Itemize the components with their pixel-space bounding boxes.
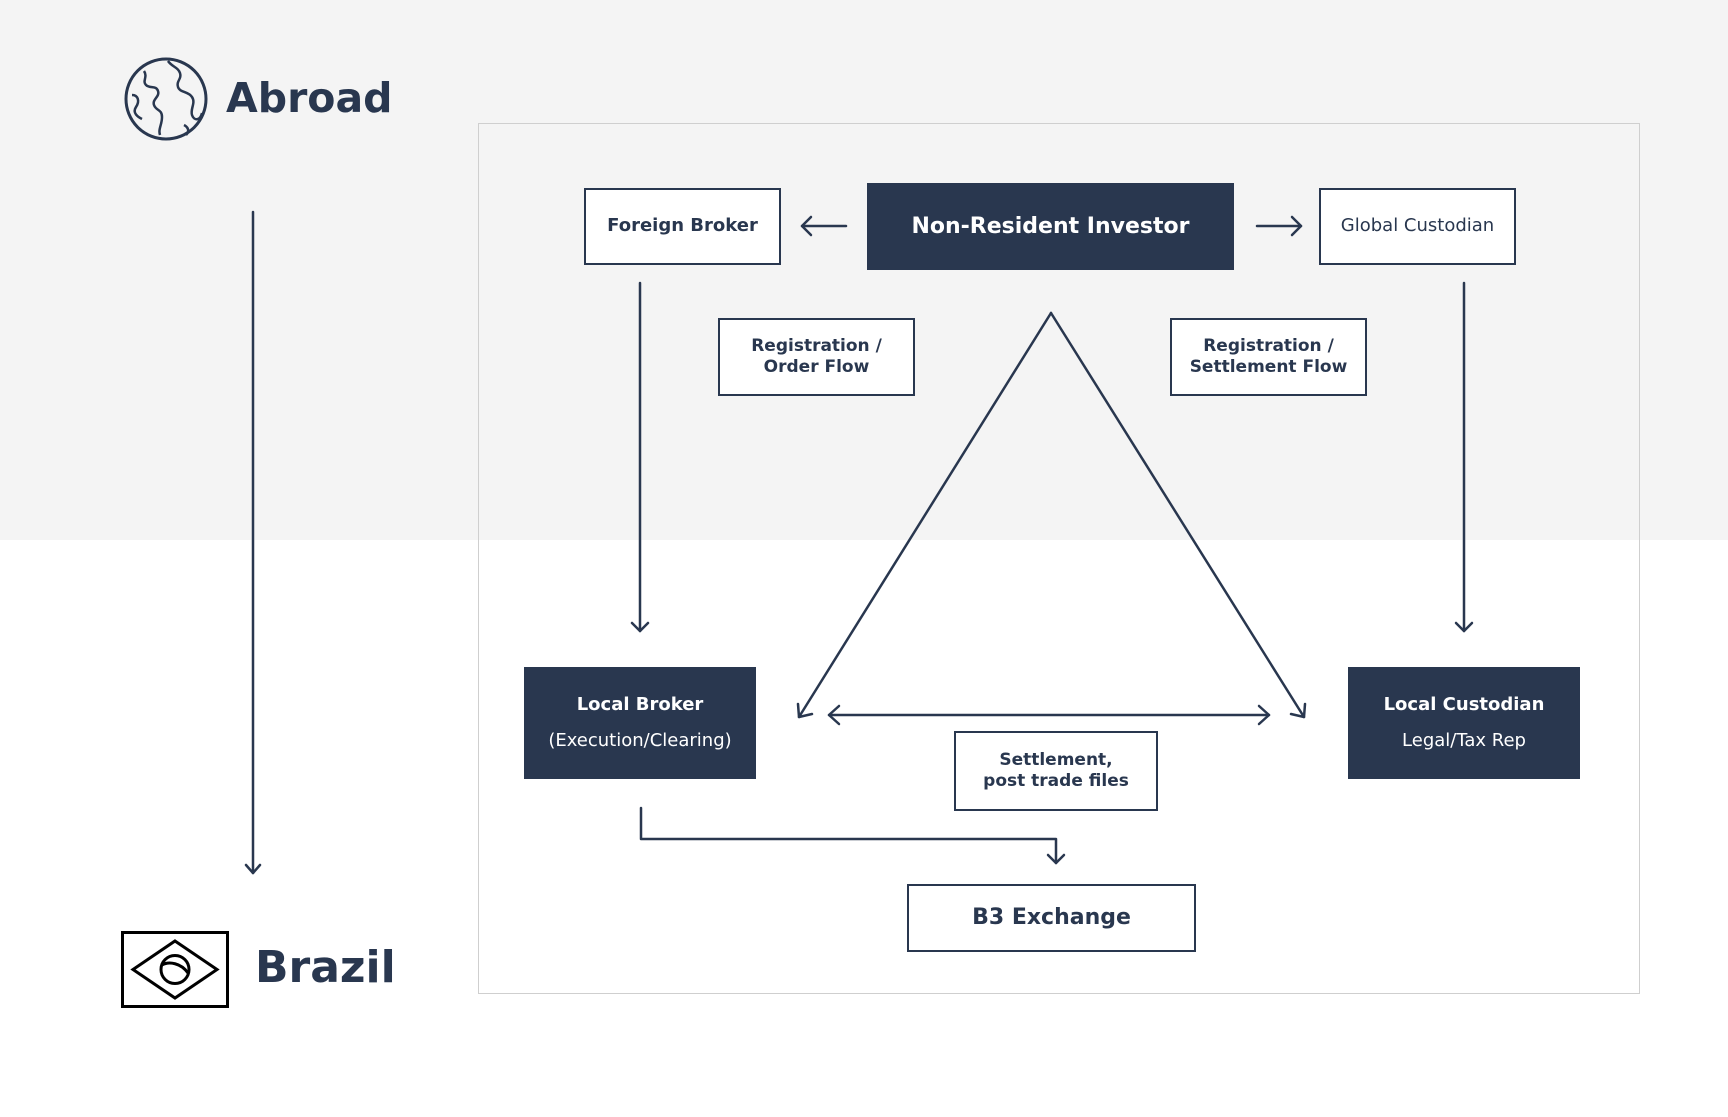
globe-icon	[124, 57, 208, 141]
registration-order-line-2: Order Flow	[763, 357, 870, 377]
label-settlement-post-trade-files: Settlement, post trade files	[954, 731, 1158, 811]
label-registration-settlement-flow: Registration / Settlement Flow	[1170, 318, 1367, 396]
b3-exchange-label: B3 Exchange	[972, 905, 1131, 931]
abroad-label: Abroad	[226, 74, 393, 122]
node-local-custodian: Local Custodian Legal/Tax Rep	[1348, 667, 1580, 779]
global-custodian-label: Global Custodian	[1340, 215, 1495, 237]
brazil-label: Brazil	[255, 942, 396, 993]
node-b3-exchange: B3 Exchange	[907, 884, 1196, 952]
settlement-files-line-2: post trade files	[983, 771, 1129, 791]
local-custodian-title: Local Custodian	[1383, 693, 1545, 715]
node-global-custodian: Global Custodian	[1319, 188, 1516, 265]
diagram-frame	[478, 123, 1640, 994]
local-custodian-subtitle: Legal/Tax Rep	[1402, 730, 1526, 751]
foreign-broker-label: Foreign Broker	[607, 215, 758, 237]
node-foreign-broker: Foreign Broker	[584, 188, 781, 265]
registration-settlement-line-2: Settlement Flow	[1189, 357, 1348, 377]
node-non-resident-investor: Non-Resident Investor	[867, 183, 1234, 270]
local-broker-subtitle: (Execution/Clearing)	[548, 730, 732, 751]
settlement-files-line-1: Settlement,	[999, 749, 1113, 770]
registration-order-line-1: Registration /	[751, 335, 882, 356]
node-local-broker: Local Broker (Execution/Clearing)	[524, 667, 756, 779]
local-broker-title: Local Broker	[576, 693, 704, 715]
label-registration-order-flow: Registration / Order Flow	[718, 318, 915, 396]
brazil-flag-icon	[121, 931, 229, 1008]
registration-settlement-line-1: Registration /	[1203, 335, 1334, 356]
non-resident-investor-label: Non-Resident Investor	[911, 213, 1190, 239]
